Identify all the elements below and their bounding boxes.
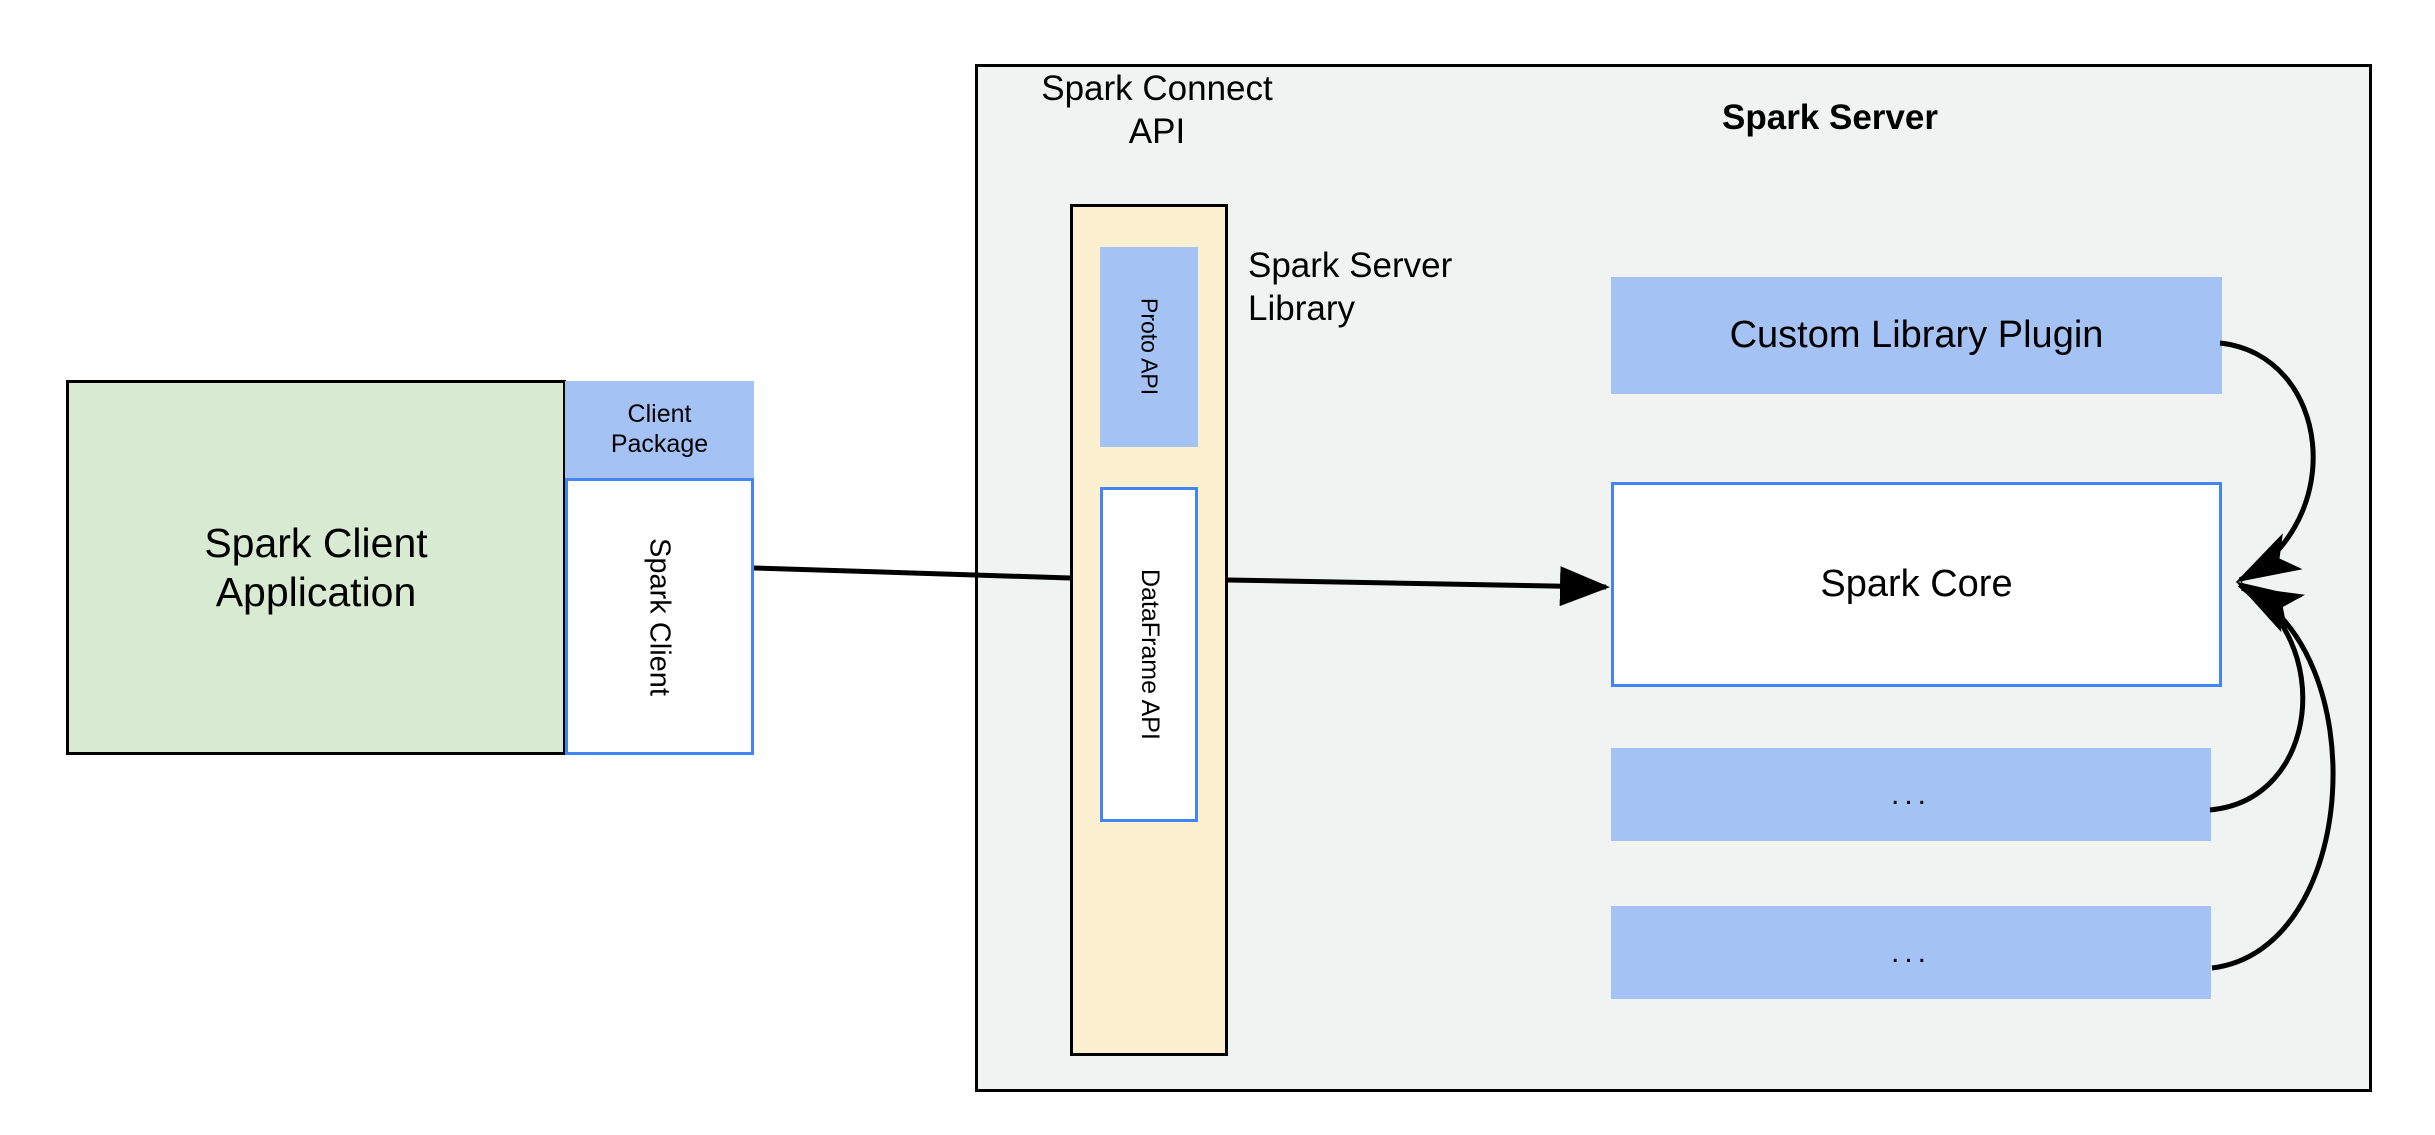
ellipsis-label-1: ...: [1890, 777, 1931, 811]
proto-api-box[interactable]: Proto API: [1100, 247, 1198, 447]
spark-server-title: Spark Server: [1722, 98, 1938, 137]
spark-server-library-label: Spark Server Library: [1248, 246, 1453, 328]
spark-core-box[interactable]: Spark Core: [1611, 482, 2222, 687]
spark-client-application-label: Spark Client Application: [204, 520, 428, 615]
custom-library-plugin-label: Custom Library Plugin: [1729, 314, 2104, 357]
spark-core-label: Spark Core: [1820, 563, 2013, 606]
client-package-label: Client Package: [610, 400, 709, 458]
spark-client-label: Spark Client: [643, 537, 676, 696]
spark-client-box[interactable]: Spark Client: [565, 478, 754, 755]
ellipsis-label-2: ...: [1890, 935, 1931, 969]
ellipsis-box-1[interactable]: ...: [1611, 748, 2211, 841]
dataframe-api-label: DataFrame API: [1135, 569, 1164, 740]
spark-connect-api-label: Spark Connect API: [1041, 69, 1273, 151]
proto-api-label: Proto API: [1136, 298, 1163, 396]
spark-client-application-box[interactable]: Spark Client Application: [66, 380, 566, 755]
client-package-box[interactable]: Client Package: [565, 381, 754, 478]
dataframe-api-box[interactable]: DataFrame API: [1100, 487, 1198, 822]
custom-library-plugin-box[interactable]: Custom Library Plugin: [1611, 277, 2222, 394]
ellipsis-box-2[interactable]: ...: [1611, 906, 2211, 999]
